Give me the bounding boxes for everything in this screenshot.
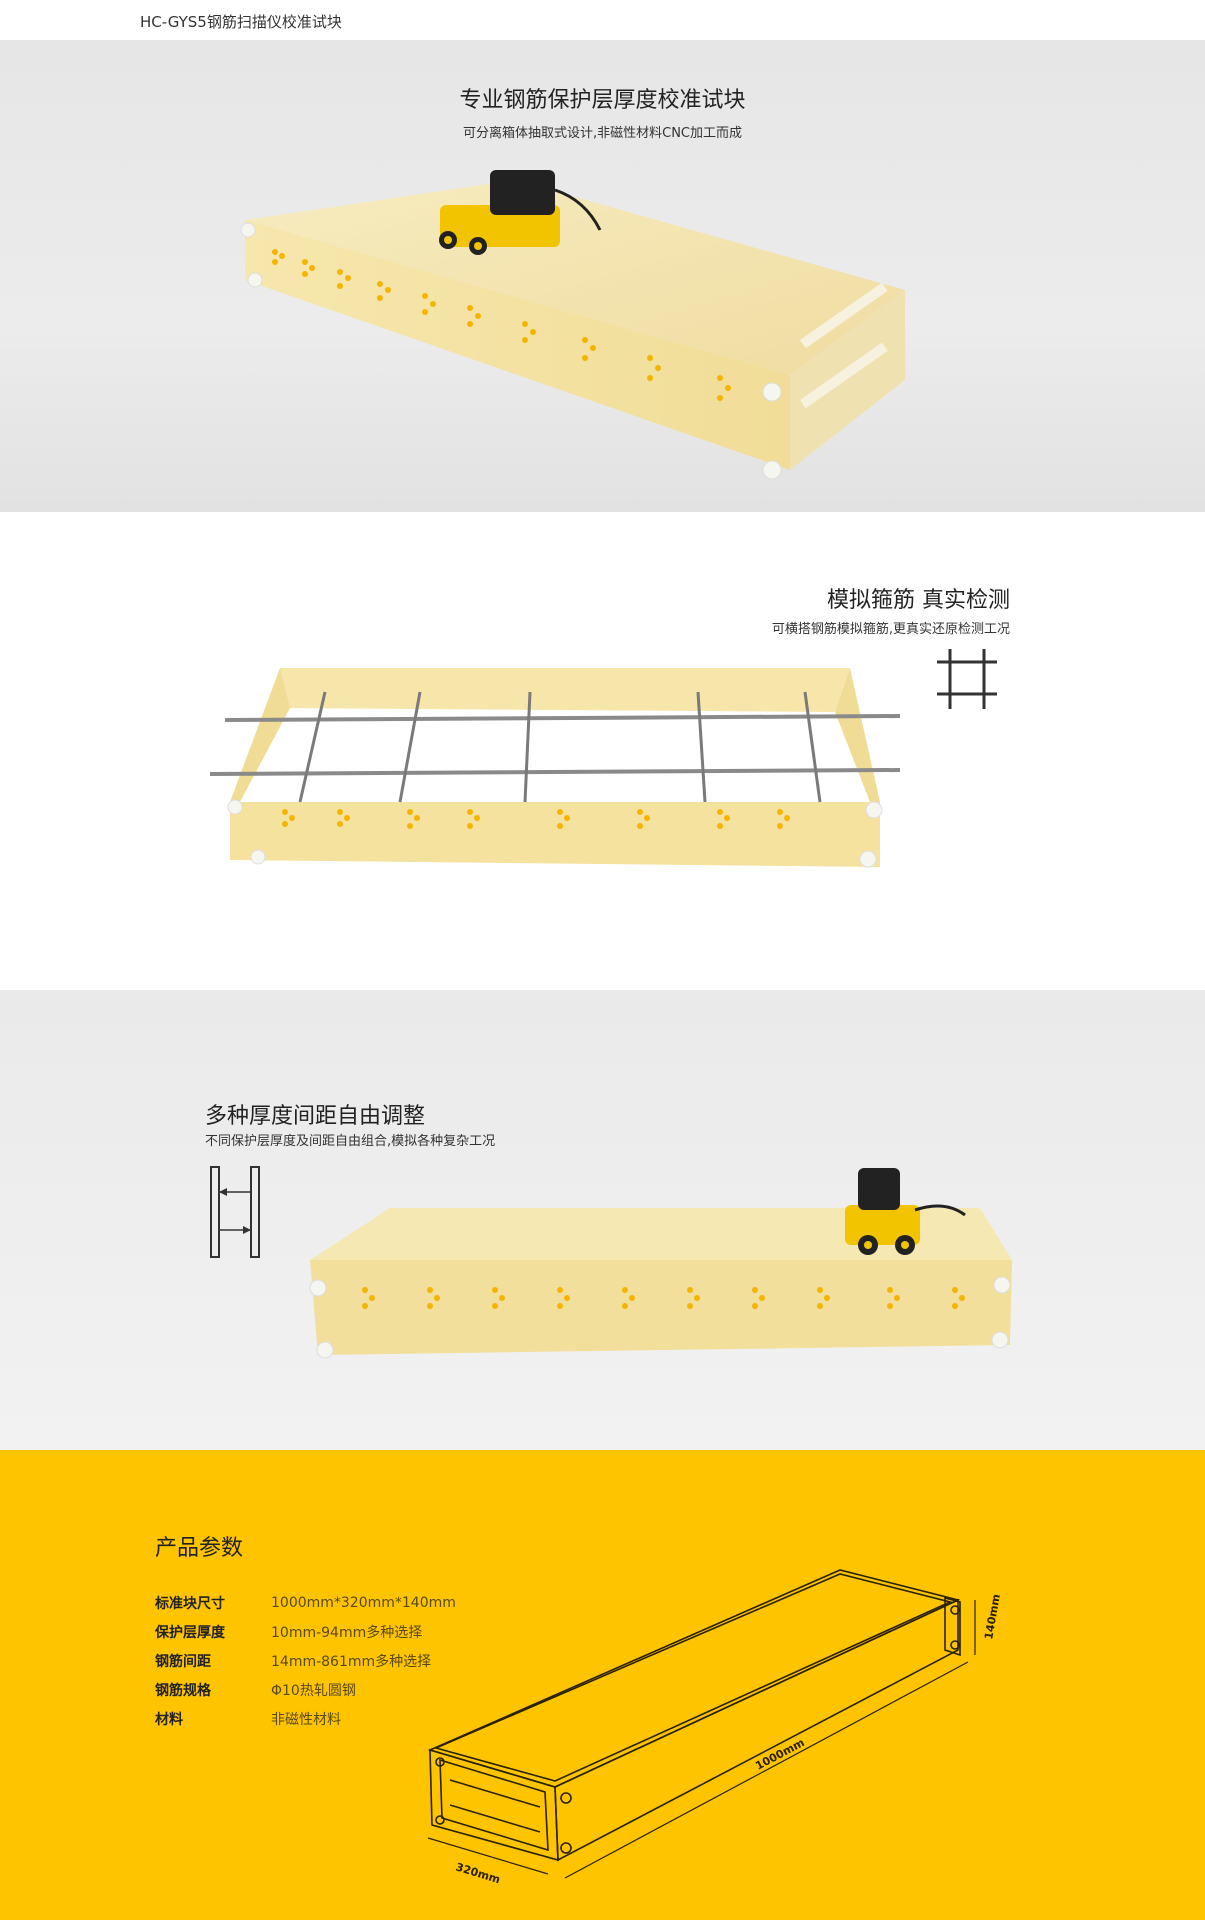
dim-height: 140mm [982, 1593, 1003, 1640]
stirrup-subtitle: 可横搭钢筋模拟箍筋,更真实还原检测工况 [771, 622, 1010, 637]
spec-value: Φ10热轧圆钢 [271, 1682, 356, 1699]
spec-label: 钢筋规格 [155, 1682, 211, 1699]
spec-row: 钢筋间距 14mm-861mm多种选择 [155, 1646, 456, 1675]
stirrup-block-photo [209, 668, 901, 868]
spec-value: 14mm-861mm多种选择 [271, 1653, 432, 1670]
top-bar: HC-GYS5钢筋扫描仪校准试块 [0, 0, 1205, 40]
hero-title: 专业钢筋保护层厚度校准试块 [459, 88, 746, 113]
adjust-block-photo [309, 1168, 1012, 1359]
spec-value: 1000mm*320mm*140mm [271, 1594, 456, 1611]
scanner-device [439, 170, 602, 255]
spec-label: 材料 [155, 1711, 183, 1728]
spec-row: 材料 非磁性材料 [155, 1704, 456, 1733]
section-parameters: 产品参数 标准块尺寸 1000mm*320mm*140mm 保护层厚度 10mm… [0, 1450, 1205, 1920]
spacing-icon [210, 1166, 260, 1258]
section-adjust: 多种厚度间距自由调整 不同保护层厚度及间距自由组合,模拟各种复杂工况 [0, 990, 1205, 1450]
hero-subtitle: 可分离箱体抽取式设计,非磁性材料CNC加工而成 [462, 126, 742, 141]
adjust-subtitle: 不同保护层厚度及间距自由组合,模拟各种复杂工况 [205, 1134, 496, 1149]
spec-label: 保护层厚度 [155, 1624, 225, 1641]
adjust-title: 多种厚度间距自由调整 [205, 1104, 426, 1129]
section-hero: 专业钢筋保护层厚度校准试块 可分离箱体抽取式设计,非磁性材料CNC加工而成 [0, 40, 1205, 512]
spec-value: 非磁性材料 [271, 1711, 341, 1728]
block-line-drawing: 1000mm 320mm 140mm [427, 1569, 1003, 1886]
spec-value: 10mm-94mm多种选择 [271, 1624, 423, 1641]
spec-row: 保护层厚度 10mm-94mm多种选择 [155, 1617, 456, 1646]
hole-pattern [272, 249, 731, 401]
dim-width: 320mm [454, 1860, 502, 1886]
spec-row: 标准块尺寸 1000mm*320mm*140mm [155, 1588, 456, 1617]
stirrup-title: 模拟箍筋 真实检测 [827, 588, 1010, 613]
section-stirrup: 模拟箍筋 真实检测 可横搭钢筋模拟箍筋,更真实还原检测工况 [0, 512, 1205, 990]
stirrup-icon [937, 649, 997, 709]
spec-label: 标准块尺寸 [155, 1595, 225, 1612]
dim-length: 1000mm [753, 1736, 806, 1773]
product-title: HC-GYS5钢筋扫描仪校准试块 [140, 13, 342, 31]
spec-label: 钢筋间距 [155, 1653, 211, 1670]
spec-table: 标准块尺寸 1000mm*320mm*140mm 保护层厚度 10mm-94mm… [155, 1588, 456, 1733]
params-title: 产品参数 [155, 1536, 244, 1561]
calibration-block-photo [240, 170, 905, 480]
spec-row: 钢筋规格 Φ10热轧圆钢 [155, 1675, 456, 1704]
scanner-device-2 [845, 1168, 966, 1255]
